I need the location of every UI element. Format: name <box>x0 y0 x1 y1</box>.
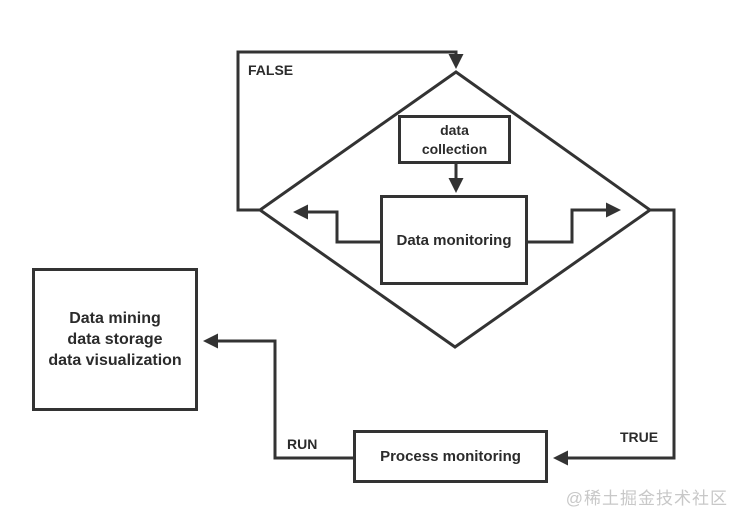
false-edge-label: FALSE <box>248 62 294 78</box>
edge-monitoring-right <box>528 202 621 244</box>
edge-true-path <box>553 208 676 466</box>
run-edge-label: RUN <box>287 436 318 452</box>
edge-run-path <box>203 333 353 460</box>
decision-diamond <box>257 70 653 349</box>
watermark-text: @稀土掘金技术社区 <box>565 489 728 508</box>
true-edge-label: TRUE <box>620 429 659 445</box>
data-mining-node: Data mining data storage data visualizat… <box>32 268 198 411</box>
data-collection-node: data collection <box>398 115 511 164</box>
process-monitoring-node: Process monitoring <box>353 430 548 483</box>
data-monitoring-node: Data monitoring <box>380 195 528 285</box>
edge-false-loop <box>236 50 464 212</box>
edge-monitoring-left <box>293 204 380 244</box>
